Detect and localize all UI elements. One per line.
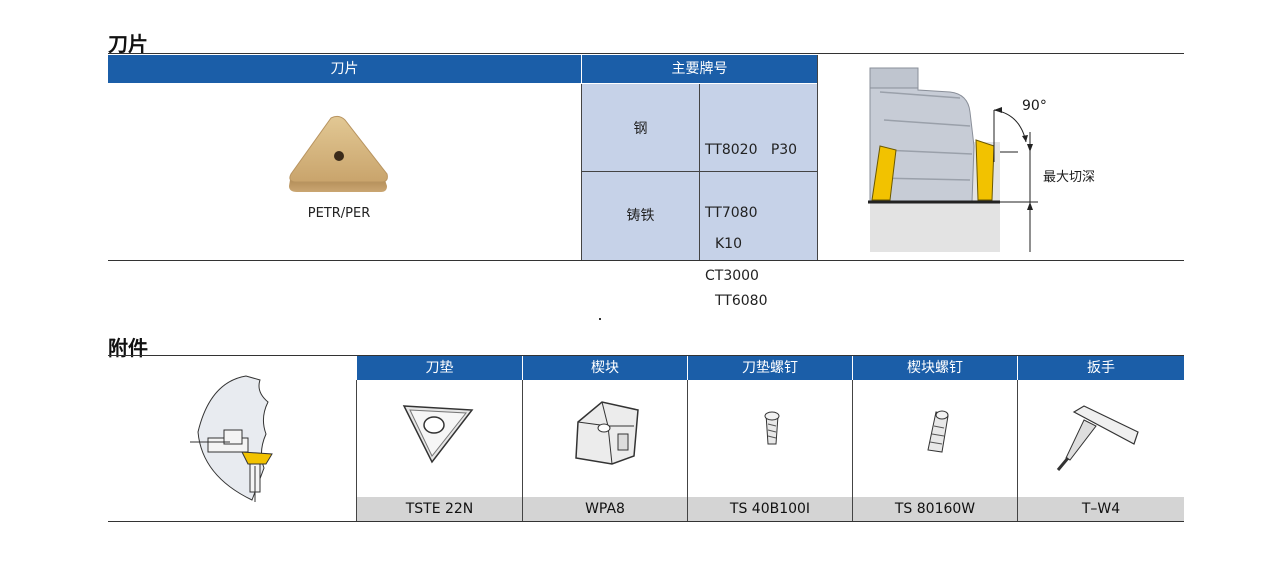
part-code-wrench: T–W4 <box>1018 497 1184 521</box>
angle-label: 90° <box>1022 98 1047 114</box>
shim-screw-image <box>764 411 780 445</box>
part-header-wedge: 楔块 <box>523 356 687 380</box>
grades-mid-border <box>699 84 700 260</box>
accessory-section-title: 附件 <box>108 336 148 360</box>
part-header-wrench: 扳手 <box>1018 356 1184 380</box>
col-border <box>356 380 357 521</box>
insert-bottom-rule <box>108 260 1184 261</box>
insert-section-title: 刀片 <box>108 32 148 56</box>
grade-item: TT8020 P30 <box>705 142 798 158</box>
part-header-wedge-screw: 楔块螺钉 <box>853 356 1017 380</box>
col-border <box>522 380 523 521</box>
shim-image <box>402 405 474 464</box>
material-cast-iron: 铸铁 <box>626 208 655 224</box>
accessory-top-rule <box>108 355 1184 356</box>
insert-header: 刀片 <box>108 55 581 83</box>
part-code-shim-screw: TS 40B100I <box>688 497 852 521</box>
top-rule <box>108 53 1184 54</box>
stray-dot <box>599 318 601 320</box>
grade-item: K10 <box>715 236 742 252</box>
col-border <box>1017 380 1018 521</box>
assembly-diagram <box>190 375 273 502</box>
insert-triangle-image <box>289 115 388 192</box>
accessory-bottom-rule <box>108 521 1184 522</box>
col-border <box>687 380 688 521</box>
cast-iron-grades: K10 TT6080 <box>715 197 768 330</box>
wedge-image <box>575 401 639 465</box>
cutting-depth-diagram <box>868 67 1038 252</box>
col-border <box>852 380 853 521</box>
steel-grades: TT8020 P30 TT7080 CT3000 <box>705 98 797 308</box>
depth-label: 最大切深 <box>1043 170 1096 185</box>
insert-code: PETR/PER <box>307 206 371 221</box>
part-code-shim: TSTE 22N <box>357 497 522 521</box>
part-header-shim-screw: 刀垫螺钉 <box>688 356 852 380</box>
wedge-screw-image <box>927 410 949 453</box>
grades-right-border <box>817 55 818 260</box>
part-header-shim: 刀垫 <box>357 356 522 380</box>
grade-item: TT6080 <box>715 293 768 309</box>
wrench-icon <box>1056 405 1139 471</box>
material-steel: 钢 <box>633 121 648 137</box>
grade-item: CT3000 <box>705 268 759 284</box>
grades-header: 主要牌号 <box>582 55 817 83</box>
grades-left-border <box>581 84 582 260</box>
grade-item: TT7080 <box>705 205 758 221</box>
part-code-wedge: WPA8 <box>523 497 687 521</box>
part-code-wedge-screw: TS 80160W <box>853 497 1017 521</box>
